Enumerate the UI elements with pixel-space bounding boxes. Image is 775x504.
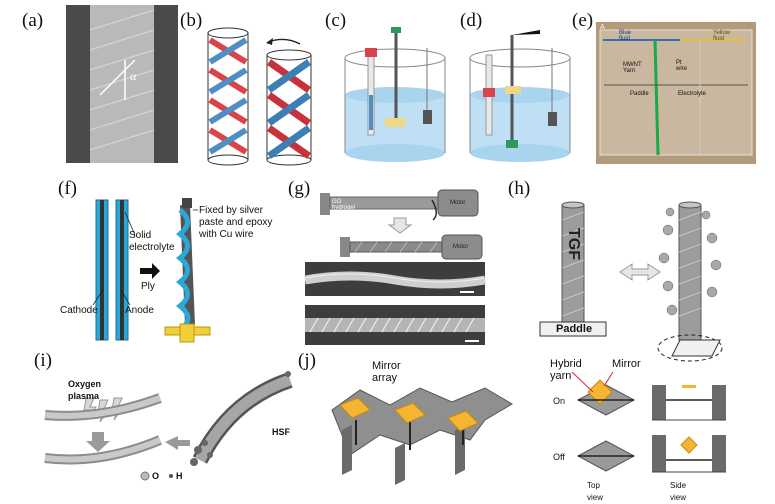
panel-label-e: (e): [572, 10, 594, 31]
legend-o-marker: [140, 471, 150, 481]
side-view-on: [652, 385, 726, 421]
double-arrow: [619, 263, 661, 281]
label-cathode: Cathode: [60, 305, 98, 316]
ply-arrow: [140, 263, 160, 279]
label-on: On: [553, 396, 566, 406]
label-go-fiber: GO hydrogel fiber: [332, 199, 356, 217]
label-motor-top: Motor: [450, 200, 466, 206]
cylinder-left: [207, 27, 249, 166]
panel-label-g: (g): [288, 178, 311, 199]
label-blue-fluid: Blue fluid: [619, 30, 632, 42]
rotation-ellipse: [657, 334, 723, 362]
label-hsf: HSF: [272, 427, 290, 437]
legend-h-label: H: [176, 471, 183, 481]
label-anode: Anode: [125, 305, 154, 316]
motor-top: [437, 189, 479, 217]
angle-line-1: [99, 59, 136, 96]
panel-label-d: (d): [460, 10, 483, 31]
down-arrow: [387, 217, 413, 234]
label-yellow-fluid: Yellow fluid: [713, 30, 731, 42]
label-mirror: Mirror: [612, 358, 641, 370]
panel-label-i: (i): [34, 350, 52, 371]
photo-corner-letter: A: [600, 24, 605, 31]
panel-label-f: (f): [58, 178, 77, 199]
alpha-symbol: α: [130, 69, 137, 83]
panel-label-h: (h): [508, 178, 531, 199]
label-fixed-by: Fixed by silver paste and epoxy with Cu …: [199, 205, 273, 240]
panel-label-j: (j): [298, 350, 316, 371]
label-hybrid-yarn: Hybrid yarn: [550, 358, 582, 382]
panel-label-a: (a): [22, 10, 44, 31]
label-top-view: Top view: [587, 481, 604, 502]
plied-fiber: [164, 198, 211, 343]
legend-o-label: O: [152, 471, 160, 481]
label-mirror-array: Mirror array: [372, 360, 401, 384]
label-side-view: Side view: [670, 481, 687, 502]
label-pt-wire: Pt wire: [676, 60, 688, 72]
label-mwnt-yarn: MWNT Yarn: [623, 62, 642, 74]
cylinder-right: [266, 49, 312, 166]
label-off: Off: [553, 452, 565, 462]
side-view-off: [652, 435, 726, 473]
label-solid-electrolyte: Solid electrolyte: [129, 230, 175, 253]
label-ply: Ply: [141, 281, 155, 292]
mirrors: [339, 397, 479, 432]
panel-label-b: (b): [180, 10, 203, 31]
down-arrow-i: [86, 432, 110, 452]
right-arrow-i: [165, 436, 190, 450]
legend-h-marker: [169, 474, 173, 478]
motor-bottom: [441, 234, 483, 260]
label-oxygen-plasma: Oxygen plasma: [68, 379, 102, 401]
label-paddle-h: Paddle: [556, 323, 593, 335]
label-electrolyte: Electrolyte: [678, 91, 707, 97]
panel-label-c: (c): [325, 10, 347, 31]
label-paddle-e: Paddle: [630, 91, 649, 97]
label-motor-bottom: Motor: [453, 244, 469, 250]
paddle-block: [539, 321, 607, 337]
